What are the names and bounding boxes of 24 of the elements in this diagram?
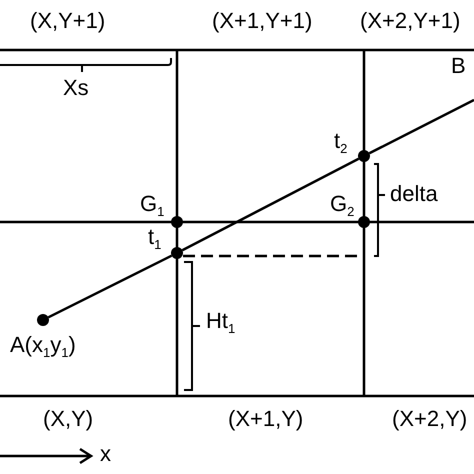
point-label: t$_{1}$ bbox=[148, 226, 162, 251]
point-dot bbox=[37, 314, 49, 326]
grid-label: (X,Y+1) bbox=[30, 10, 106, 32]
point-label: G$_{1}$ bbox=[140, 193, 164, 218]
point-dot bbox=[171, 216, 183, 228]
point-dot bbox=[358, 216, 370, 228]
point-label: B bbox=[451, 55, 466, 77]
line-segment bbox=[182, 158, 360, 252]
dimension-label: Ht$_{1}$ bbox=[206, 310, 236, 335]
point-label: A(x$_{1}$y$_{1}$) bbox=[10, 334, 76, 359]
point-label: G$_{2}$ bbox=[330, 193, 354, 218]
grid-label: (X+2,Y+1) bbox=[360, 10, 460, 32]
point-dot bbox=[358, 150, 370, 162]
point-dot bbox=[171, 247, 183, 259]
grid-label: (X+1,Y+1) bbox=[212, 10, 312, 32]
grid-label: (X+1,Y) bbox=[228, 408, 304, 430]
line-segment bbox=[368, 98, 474, 154]
dimension-label: delta bbox=[390, 183, 438, 205]
point-label: t$_{2}$ bbox=[334, 130, 348, 155]
line-segment bbox=[48, 254, 172, 318]
dimension-label: Xs bbox=[63, 77, 89, 99]
axis-label: x bbox=[100, 443, 111, 465]
grid-label: (X,Y) bbox=[43, 408, 94, 430]
grid-label: (X+2,Y) bbox=[392, 408, 468, 430]
